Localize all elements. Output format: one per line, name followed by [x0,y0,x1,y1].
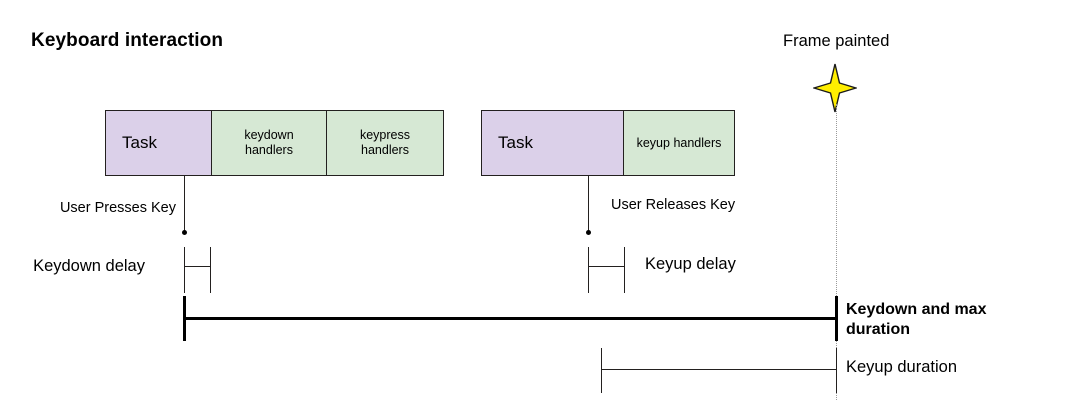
four-point-star-icon [811,63,859,113]
keydown-delay-label: Keydown delay [33,257,145,275]
keyup-delay-tick-end [624,247,625,293]
task-box-label: Task [498,132,533,152]
keydown-handlers-box: keydown handlers [211,110,327,176]
user-presses-key-dot [182,230,187,235]
keyup-task-group: Task keyup handlers [481,110,735,176]
user-releases-key-dot [586,230,591,235]
keydown-task-group: Task keydown handlers keypress handlers [105,110,445,176]
keypress-handlers-line2: handlers [361,143,409,157]
keydown-max-duration-tick-end [835,296,838,341]
keyup-duration-label: Keyup duration [846,358,957,376]
frame-painted-guide-line [836,104,837,400]
keyup-duration-span-line [601,369,837,370]
task-box-keyup: Task [481,110,624,176]
task-box-label: Task [122,132,157,152]
page-title: Keyboard interaction [31,30,224,51]
keydown-and-max-duration-label: Keydown and max duration [846,301,987,339]
keyup-handlers-label: keyup handlers [636,135,722,150]
user-releases-key-connector [588,176,589,233]
frame-painted-label: Frame painted [783,32,890,50]
keydown-handlers-line2: handlers [245,143,293,157]
keyup-duration-tick-start [601,348,602,393]
user-presses-key-connector [184,176,185,233]
keyup-duration-tick-end [836,348,837,393]
keydown-max-duration-span-line [183,317,838,320]
keypress-handlers-box: keypress handlers [326,110,444,176]
keydown-delay-span-line [184,266,211,267]
keyup-handlers-box: keyup handlers [623,110,735,176]
keyup-delay-span-line [588,266,625,267]
keyup-delay-tick-start [588,247,589,293]
user-releases-key-label: User Releases Key [611,197,736,213]
keypress-handlers-line1: keypress [359,128,411,143]
keydown-delay-tick-start [184,247,185,293]
task-box-keydown: Task [105,110,212,176]
keydown-delay-tick-end [210,247,211,293]
user-presses-key-label: User Presses Key [59,200,176,216]
keyup-delay-label: Keyup delay [645,255,736,273]
keydown-handlers-line1: keydown [244,128,294,143]
